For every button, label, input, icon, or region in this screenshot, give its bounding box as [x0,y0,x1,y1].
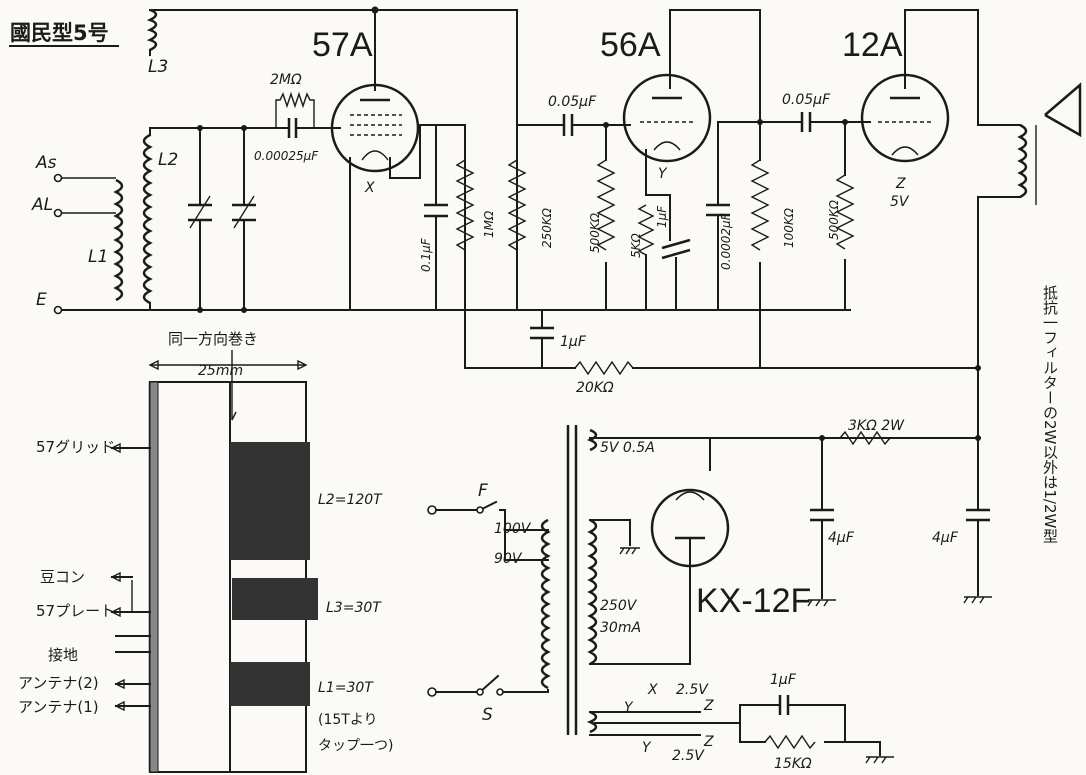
cap-0.1uf: 0.1μF [419,124,448,311]
cap-0.05-b: 0.05μF [759,92,871,132]
cap-1uf-k: 1μF [655,194,691,311]
terminal-as: As [35,153,57,173]
side-note: 抵抗一フィルターの2W以外は1/2W型 [1041,285,1059,544]
l1-label: L1 [88,247,108,267]
fil-label: 5V 0.5A [600,440,655,456]
v90-label: 90V [494,551,523,567]
res-1m: 1MΩ [455,159,496,251]
c-4uf-b-label: 4μF [932,530,959,546]
l3-label: L3 [148,57,168,77]
c-1uf-k-label: 1μF [655,205,669,228]
lead-ground: 接地 [48,646,78,664]
coil-width: 25mm [198,363,243,379]
antenna-terminals: As AL E [31,153,116,315]
grid-leak: 2MΩ 0.00025μF [254,72,341,163]
speaker-icon [977,82,1082,346]
c-01-label: 0.1μF [419,237,433,272]
fuse-label: F [478,481,488,501]
terminal-e: E [36,290,47,310]
lead-antenna-1: アンテナ(1) [18,698,99,716]
res-20k: 20KΩ [464,309,981,396]
res-5k: 5KΩ [629,204,655,311]
tube-12a-label: 12A [842,26,903,64]
heater-secondary: X 2.5V Z Y Y 2.5V Z 1μF 15KΩ [586,672,894,772]
coil-l3-turns: L3=30T [326,600,382,616]
switch-label: S [482,705,493,725]
tube-12a: Z 5V [860,73,950,210]
c-005a-label: 0.05μF [548,94,597,110]
res-500k-a: 500KΩ [588,122,616,311]
c-0002-label: 0.0002μF [719,212,733,270]
page-title: 國民型5号 [10,21,109,45]
lead-57-plate: 57プレート [36,602,115,620]
hy2-label: Y [642,740,652,756]
hy-label: Y [624,700,634,716]
tube-56a-label: 56A [600,26,661,64]
c-005b-label: 0.05μF [782,92,831,108]
tube-57a-label: 57A [312,26,373,64]
c-1uf-h-label: 1μF [770,672,797,688]
hx-label: X [647,682,658,698]
v25a-label: 2.5V [676,682,709,698]
heater-z-12: Z [895,176,906,192]
tube-kx12f: KX-12F [650,488,811,620]
res-250k: 250KΩ [507,159,554,251]
c-1uf-b-label: 1μF [560,334,587,350]
v25b-label: 2.5V [672,748,705,764]
tube-57a: X [330,83,466,311]
r-100k-label: 100KΩ [782,207,796,248]
lead-mamecon: 豆コン [40,568,85,586]
tuning-coils: L2 L1 [88,127,281,311]
r-3k-label: 3KΩ 2W [848,418,905,434]
cap-1uf-b: 1μF [530,309,587,369]
coil-l2-turns: L2=120T [318,492,383,508]
cap-0.0002: 0.0002μF [706,121,761,311]
tube-kx12f-label: KX-12F [696,582,811,620]
c-grid-label: 0.00025μF [254,149,319,163]
power-transformer: 5V 0.5A 250V 30mA [540,425,981,735]
hv1-label: 250V [600,598,638,614]
r-250k-label: 250KΩ [540,207,554,248]
v100-label: 100V [494,521,532,537]
filter: 3KΩ 2W 4μF 4μF [709,344,992,607]
heater-y-56: Y [658,166,668,182]
coil-header: 同一方向巻き [168,330,258,348]
res-500k-b: 500KΩ [827,119,855,311]
mains-input: F 100V 90V S [427,481,549,725]
lead-antenna-2: アンテナ(2) [18,674,99,692]
res-100k: 100KΩ [750,119,796,369]
heater-x-57: X [364,180,375,196]
r-1m-label: 1MΩ [482,210,496,238]
hz2-label: Z [703,734,714,750]
coil-tap-2: タップ一つ) [318,738,393,754]
coil-tap-1: (15Tより [318,712,378,728]
r-grid-label: 2MΩ [270,72,302,88]
coil-l1-turns: L1=30T [318,680,374,696]
heater-5v: 5V [890,194,910,210]
l2-label: L2 [158,150,178,170]
coil-l3: L3 [146,8,168,77]
c-4uf-a-label: 4μF [828,530,855,546]
coil-detail: 同一方向巻き 25mm L2=120T L3=30T L1=30T (15Tより… [18,330,393,773]
hz1-label: Z [703,698,714,714]
lead-57-grid: 57グリッド [36,438,115,456]
r-5k-label: 5KΩ [629,232,643,258]
cap-0.05-a: 0.05μF [516,94,631,136]
r-500ka-label: 500KΩ [588,212,602,253]
terminal-al: AL [31,195,53,215]
tube-56a: Y [622,73,712,196]
variable-capacitors [188,125,256,313]
r-15k-label: 15KΩ [774,756,812,772]
hv2-label: 30mA [600,620,641,636]
r-500kb-label: 500KΩ [827,199,841,240]
r-20k-label: 20KΩ [576,380,614,396]
